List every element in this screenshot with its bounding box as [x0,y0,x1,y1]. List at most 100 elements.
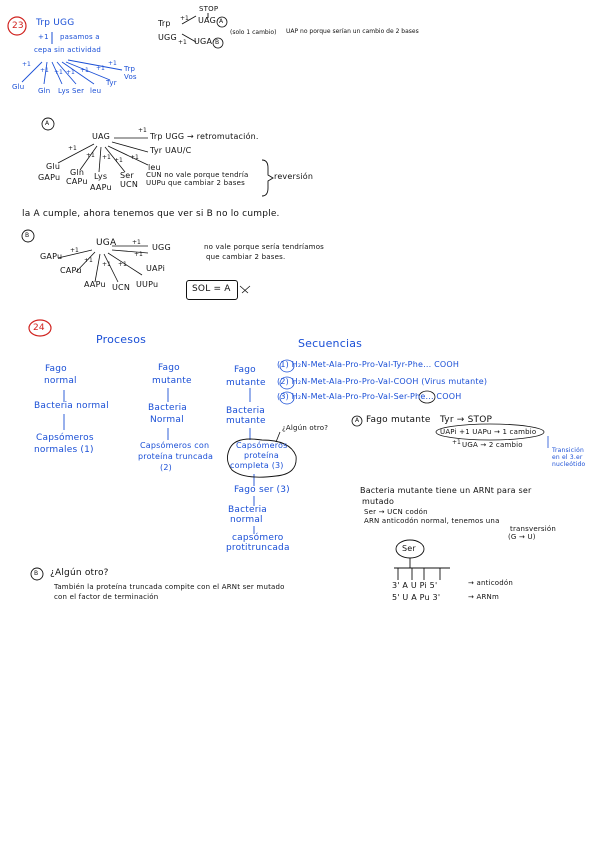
bacteria-3: Bacteria [226,406,266,416]
plus1-b: +1 [132,239,141,246]
uag-right: UAG [198,16,216,25]
brace [261,159,274,197]
capsomeros-con: Capsómeros con [140,441,210,450]
bacteria-2: Bacteria [148,403,188,413]
aa-lys: Lys [58,87,70,95]
g-to-u: (G → U) [508,533,536,541]
plus1-a: +1 [138,127,147,134]
capsomeros-normales: normales (1) [34,445,94,455]
fago-mutante-a: Fago mutante [366,415,431,425]
mutante-bact: mutante [226,416,266,426]
protitruncada: protitruncada [226,543,290,553]
fago-mutante: Fago [158,363,180,373]
gapu-b: GAPu [40,252,63,261]
capu-a: CAPu [66,177,88,186]
plus1-a: +1 [68,145,77,152]
sequence-3: (3) H₂N-Met-Ala-Pro-Pro-Val-Ser-Phe... C… [277,392,462,401]
capsomeros: Capsómeros [36,433,94,443]
problem-number-23: 23 [12,21,24,31]
algun-otro-note: ¿Algún otro? [282,424,329,432]
sequence-2: (2) H₂N-Met-Ala-Pro-Pro-Val-COOH (Virus … [277,377,488,386]
fago-normal-2: normal [44,376,77,386]
branch-label: +1 [80,67,89,74]
mutado: mutado [362,497,395,506]
aa-leu: leu [90,87,102,95]
section-a-label: A [45,120,50,127]
glu-a: Glu [46,162,61,171]
normal-2: Normal [150,415,184,425]
branch-label: +1 [96,65,105,72]
capsomeros-3: Capsómeros [236,441,288,450]
leu-a: leu [148,163,161,172]
proteina-3: proteína [244,451,279,460]
uga-right: UGA [194,37,213,46]
uupu-b: UUPu [136,280,159,289]
bacteria-mutante-arnt: Bacteria mutante tiene un ARNt para ser [360,486,532,495]
tyr-stop: Tyr → STOP [440,415,493,425]
fago-ser: Fago ser (3) [234,485,290,495]
trp-retromutacion: Trp UGG → retromutación. [150,132,259,141]
mutante-3: mutante [226,378,266,388]
flow-arrows [63,388,255,534]
procesos-heading: Procesos [96,333,147,346]
uga-2-cambio: UGA → 2 cambio [462,441,523,449]
bacteria-normal: Bacteria normal [34,401,109,411]
note-solo-1-cambio: (solo 1 cambio) [230,29,277,36]
vos-label: Vos [124,73,137,81]
cun-no-vale: CUN no vale porque tendría [146,171,249,179]
transicion-3: nucleótido [552,461,586,468]
ser-a: Ser [120,171,134,180]
completa-3: completa (3) [230,461,284,470]
plus1-a: +1 [86,152,95,159]
aapu-a: AAPu [90,183,112,192]
circle-a-letter: A [219,18,224,25]
aa-ser: Ser [72,87,85,95]
final-note-1: También la proteína truncada compite con… [54,583,285,591]
gln-a: Gln [70,168,85,177]
plus1-label: +1 [38,33,49,41]
fago-a-label: A [355,417,360,424]
capu-b: CAPu [60,266,82,275]
solution-text: SOL = A [192,284,231,294]
note-uap: UAP no porque serían un cambio de 2 base… [286,28,419,35]
reversion-label: reversión [274,172,314,181]
note-cambiar-2: que cambiar 2 bases. [206,253,286,261]
plus1-a: +1 [114,157,123,164]
red-circle-23 [7,16,27,36]
capsomero: capsómero [232,533,284,543]
a-branches [57,137,149,173]
branch-label: +1 [66,69,75,76]
gapu-a: GAPu [38,173,61,182]
circle-b [21,229,35,243]
plus1-b: +1 [102,261,111,268]
secuencias-heading: Secuencias [298,337,363,350]
plus1-24: +1 [452,439,461,446]
aapu-b: AAPu [84,280,106,289]
bacteria-normal-3: Bacteria [228,505,268,515]
stop-arrows [181,13,209,43]
question-b: ¿Algún otro? [50,568,109,578]
pasamos: pasamos a [60,33,100,41]
aa-gln: Gln [38,87,51,95]
final-note-2: con el factor de terminación [54,593,159,601]
trp-ugg: Trp UGG [36,18,75,28]
transicion: Transición [552,447,584,454]
plus1-right-2: +1 [178,39,187,46]
plus1-b: +1 [134,251,143,258]
trna-lines [394,558,450,580]
transversion: transversión [510,525,557,533]
ucn-b: UCN [112,283,131,292]
uapi-b: UAPi [146,264,165,273]
ser-trna: Ser [402,544,416,553]
circle-a [41,117,55,131]
section-b-label: B [25,232,30,239]
question-b-label: B [34,570,39,577]
aa-glu: Glu [12,83,25,91]
solution-box [186,280,238,300]
branch-label: +1 [54,69,63,76]
fago-mutante-3: Fago [234,365,256,375]
branch-label: +1 [40,67,49,74]
arn-anticodon: ARN anticodón normal, tenemos una [364,517,500,525]
